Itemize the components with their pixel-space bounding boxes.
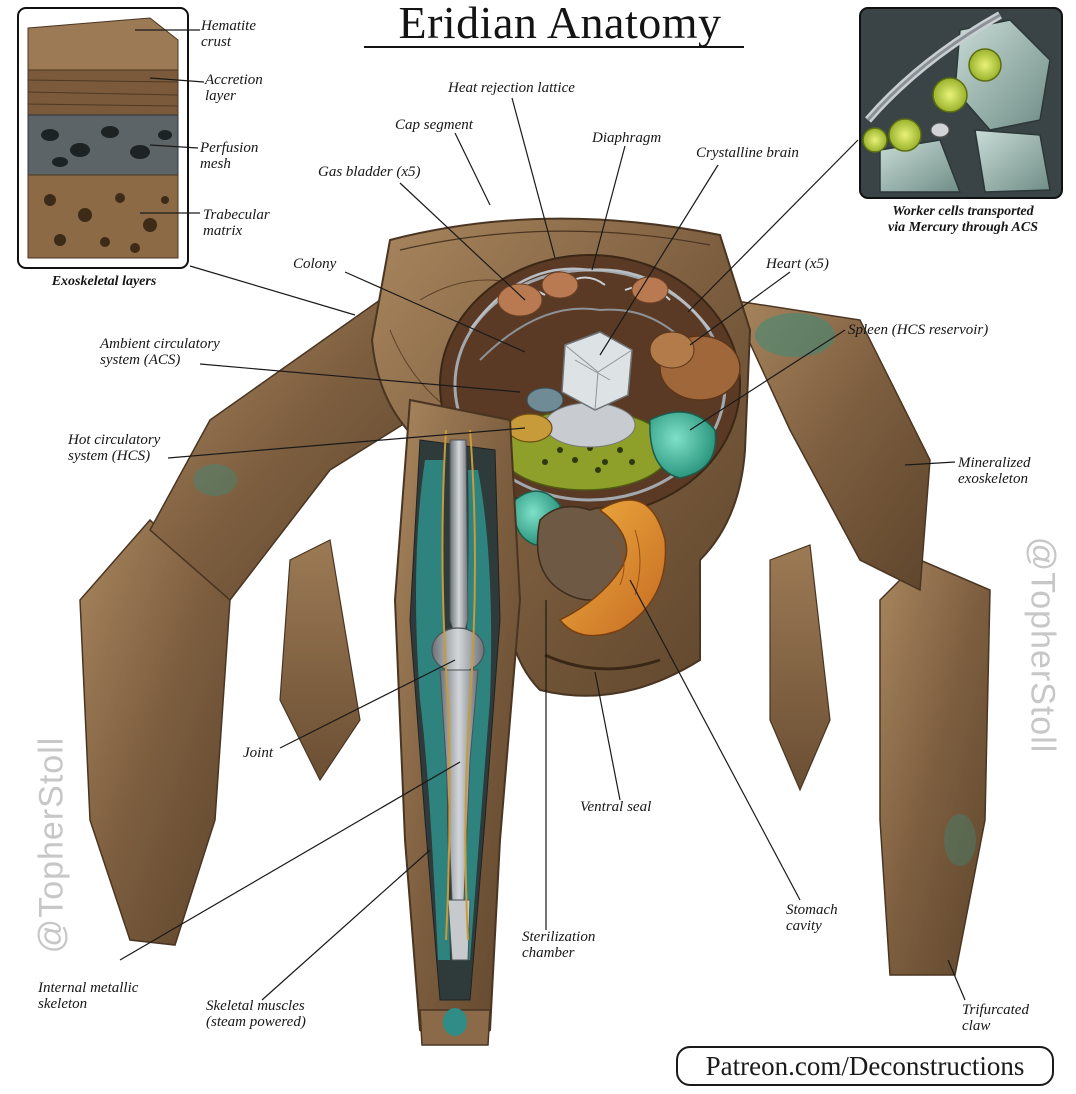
label-gas-bladder: Gas bladder (x5) [318,164,421,180]
label-hematite-crust: Hematite crust [201,18,256,50]
stomach-shape [558,499,667,637]
patreon-link-badge[interactable]: Patreon.com/Deconstructions [676,1046,1054,1086]
label-skeletal-muscles: Skeletal muscles (steam powered) [206,998,306,1030]
metallic-bone-upper [449,439,469,641]
spleen-shape [649,411,717,479]
label-spleen: Spleen (HCS reservoir) [848,322,989,338]
label-perfusion-mesh: Perfusion mesh [200,140,259,172]
gas-bladder-shape [497,283,543,317]
inset-right-caption: Worker cells transported via Mercury thr… [887,204,1038,235]
page-title: Eridian Anatomy [398,0,722,48]
muscle-right-shape [460,470,492,960]
label-hot-circulatory-system: Hot circulatory system (HCS) [68,432,161,464]
watermark-right: @TopherStoll [1023,536,1062,754]
worker-cell [888,118,922,152]
label-accretion-layer: Accretion layer [205,72,263,104]
joint-shape [431,627,485,673]
watermark-left: @TopherStoll [32,736,71,954]
leg-far-right [879,559,991,976]
label-trifurcated-claw: Trifurcated claw [962,1002,1029,1034]
label-diaphragm: Diaphragm [592,130,662,146]
label-heat-rejection-lattice: Heat rejection lattice [448,80,575,96]
label-heart: Heart (x5) [766,256,829,272]
worker-cell [968,48,1002,82]
label-joint: Joint [243,745,273,761]
label-stomach-cavity: Stomach cavity [786,902,838,934]
layer-trabecular-matrix [27,174,179,259]
lichen-right [755,313,835,357]
label-crystalline-brain: Crystalline brain [696,145,799,161]
label-trabecular-matrix: Trabecular matrix [203,207,270,239]
layer-hematite-crust [27,17,179,71]
worker-cell [932,77,968,113]
lichen-claw [944,814,976,866]
leg-far-left [79,518,231,946]
leg-inner-left [279,539,361,782]
muscle-left-shape [416,460,450,960]
ventral-seal-shape [544,653,661,671]
label-colony: Colony [293,256,337,272]
title-underline [364,46,744,48]
leg-inner-right [769,544,831,792]
label-internal-metallic-skeleton: Internal metallic skeleton [38,980,139,1012]
worker-cell [862,127,888,153]
label-cap-segment: Cap segment [395,117,473,133]
label-sterilization-chamber: Sterilization chamber [522,929,596,961]
hcs-node-shape [507,413,553,443]
label-ambient-circulatory-system: Ambient circulatory system (ACS) [100,336,220,368]
lichen-left [193,464,237,496]
leader-lines [119,29,966,1001]
label-mineralized-exoskeleton: Mineralized exoskeleton [958,455,1031,487]
label-ventral-seal: Ventral seal [580,799,652,815]
inset-left-caption: Exoskeletal layers [51,274,157,289]
